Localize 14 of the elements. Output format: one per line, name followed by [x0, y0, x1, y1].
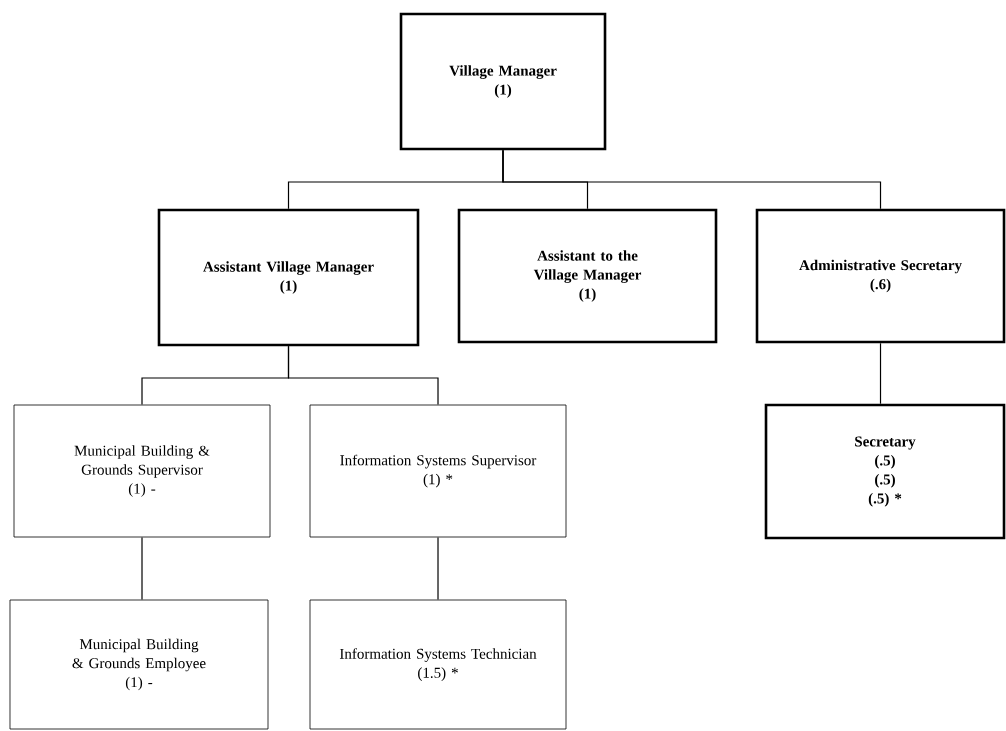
connector-line [287, 345, 439, 406]
position-box: Administrative Secretary (.6) [755, 208, 1006, 344]
position-box: Municipal Building & Grounds Employee (1) - [9, 599, 269, 730]
connector-line [141, 536, 143, 601]
position-box: Information Systems Technician (1.5) * [309, 599, 567, 730]
position-box: Municipal Building & Grounds Supervisor (1) - [13, 404, 271, 538]
position-box: Assistant Village Manager (1) [157, 208, 420, 347]
position-box: Village Manager (1) [399, 12, 607, 151]
connector-line [502, 149, 882, 210]
position-box: Assistant to the Village Manager (1) [457, 208, 718, 344]
position-box: Secretary (.5) (.5) (.5) * [764, 403, 1006, 540]
connector-line [437, 536, 439, 601]
position-box: Information Systems Supervisor (1) * [309, 404, 567, 538]
connector-line [879, 342, 882, 405]
